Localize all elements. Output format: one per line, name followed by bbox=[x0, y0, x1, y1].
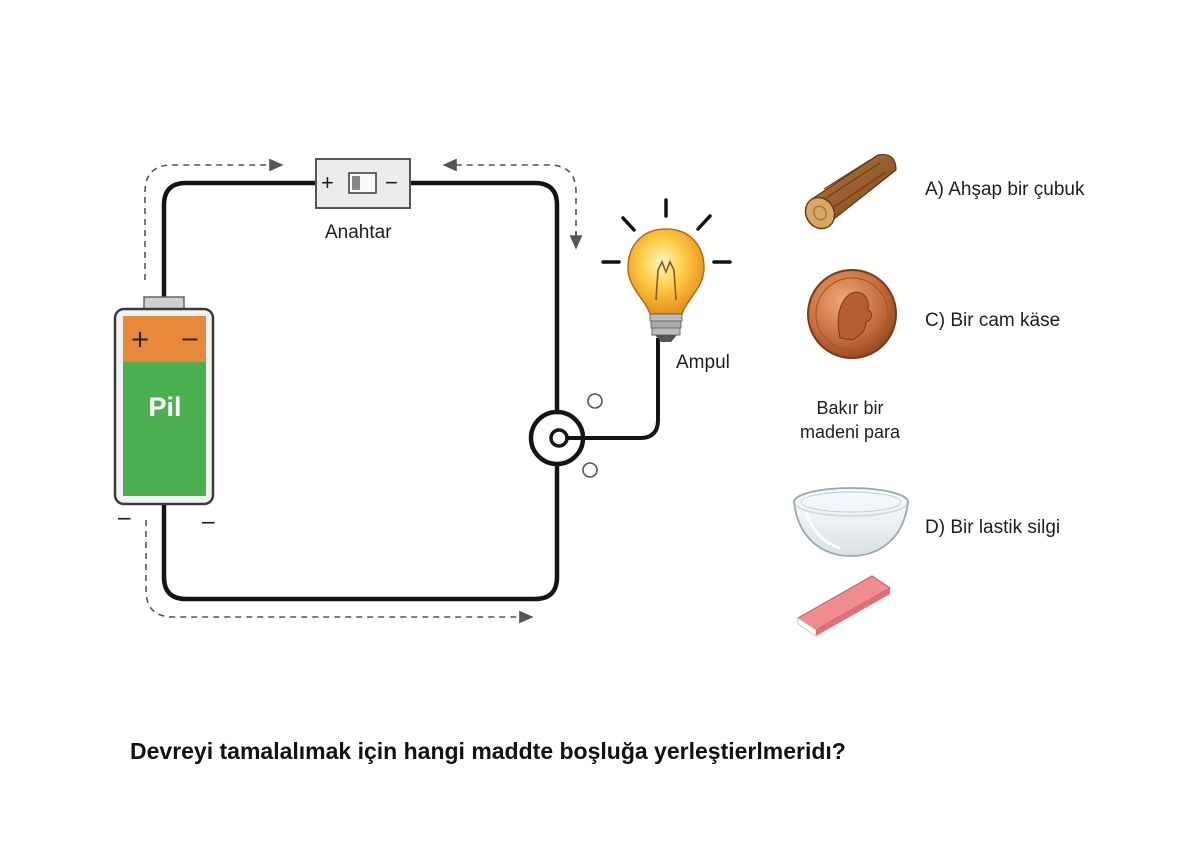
battery-minus-sign: − bbox=[180, 325, 201, 353]
eraser-icon bbox=[796, 575, 892, 637]
current-arrow-bottom bbox=[145, 520, 534, 624]
option-c: C) Bir cam käse bbox=[925, 310, 1061, 331]
switch-minus-sign: − bbox=[385, 170, 398, 195]
light-bulb-icon bbox=[601, 198, 732, 342]
option-d: D) Bir lastik silgi bbox=[925, 517, 1061, 538]
switch-plus-sign: + bbox=[321, 170, 334, 195]
switch bbox=[315, 158, 411, 209]
glass-bowl-icon bbox=[793, 487, 909, 557]
battery-bottom-left-sign: − bbox=[116, 506, 133, 530]
junction bbox=[528, 393, 603, 478]
battery-plus-sign: + bbox=[130, 325, 151, 353]
battery-label: Pil bbox=[148, 392, 182, 422]
bulb-label: Ampul bbox=[676, 352, 730, 373]
copper-coin-icon bbox=[807, 269, 897, 359]
option-a: A) Ahşap bir çubuk bbox=[925, 179, 1085, 200]
bulb-wire bbox=[567, 338, 660, 440]
question-text: Devreyi tamalalımak için hangi maddte bo… bbox=[130, 738, 846, 764]
coin-caption: Bakır bir madeni para bbox=[780, 396, 920, 444]
coin-caption-line1: Bakır bir bbox=[816, 398, 884, 418]
current-arrow-top-right bbox=[442, 158, 577, 248]
wood-stick-icon bbox=[804, 153, 897, 230]
battery bbox=[113, 296, 215, 506]
switch-label: Anahtar bbox=[325, 222, 392, 243]
coin-caption-line2: madeni para bbox=[799, 422, 901, 442]
current-arrow-top-left bbox=[144, 158, 284, 280]
battery-bottom-right-sign: − bbox=[200, 510, 217, 534]
circuit-wire bbox=[161, 180, 560, 602]
